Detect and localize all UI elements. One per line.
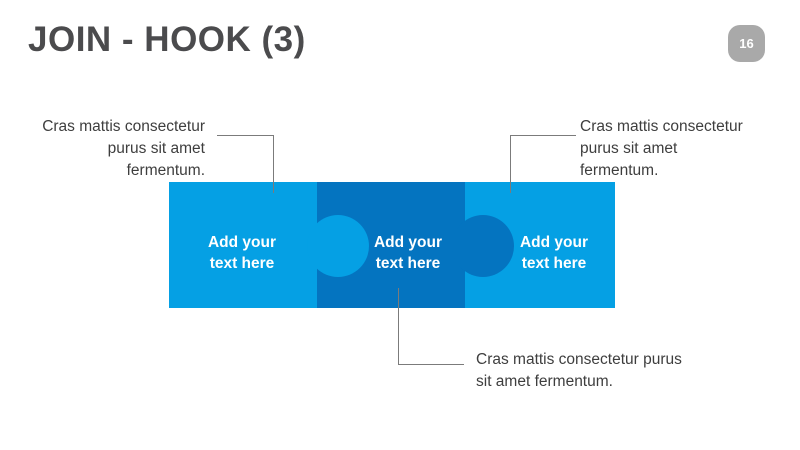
page-number-badge: 16: [728, 25, 765, 62]
text-placeholder-right[interactable]: Add your text here: [519, 234, 589, 272]
puzzle-diagram: Add your text here Add your text here Ad…: [169, 182, 615, 308]
connector-bottom-line: [398, 288, 464, 365]
callout-top-left-text: Cras mattis consectetur purus sit amet f…: [42, 118, 205, 179]
puzzle-tab-left-icon: [307, 215, 369, 277]
page-title: JOIN - HOOK (3): [28, 20, 306, 59]
connector-top-left-line: [217, 135, 274, 193]
puzzle-piece-left[interactable]: [169, 182, 317, 308]
callout-bottom-text: Cras mattis consectetur purus sit amet f…: [476, 351, 682, 390]
callout-top-right-text: Cras mattis consectetur purus sit amet f…: [580, 118, 743, 179]
connector-top-right-line: [510, 135, 576, 193]
puzzle-svg: [169, 182, 615, 308]
page-number: 16: [739, 36, 754, 51]
text-placeholder-middle[interactable]: Add your text here: [373, 234, 443, 272]
puzzle-tab-right-icon: [452, 215, 514, 277]
text-placeholder-left[interactable]: Add your text here: [207, 234, 277, 272]
